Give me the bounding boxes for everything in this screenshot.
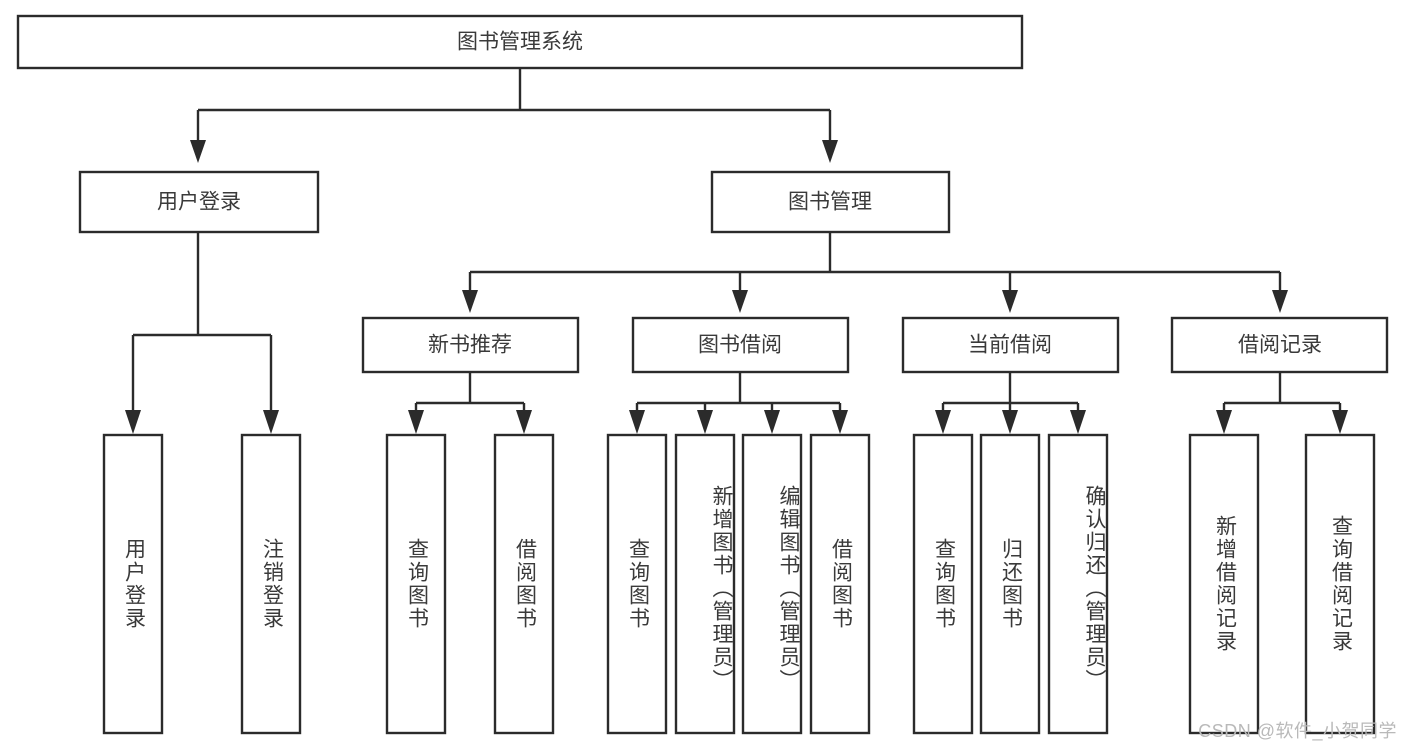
leaf-boxes-new-book-recommend	[385, 433, 555, 735]
node-current-borrow-box[interactable]	[901, 316, 1120, 374]
node-book-borrow[interactable]: 图书借阅	[631, 316, 850, 374]
node-new-book-recommend-label: 新书推荐	[428, 334, 512, 357]
leaf-box-query-book-1[interactable]	[385, 433, 447, 735]
node-borrow-record-box[interactable]	[1170, 316, 1389, 374]
node-current-borrow-label: 当前借阅	[968, 334, 1052, 357]
leaf-box-user-logout[interactable]	[240, 433, 302, 735]
leaf-box-edit-book[interactable]	[741, 433, 803, 735]
arrow-root-to-book-manage	[822, 140, 838, 163]
arrow-cb-leaf-1	[935, 410, 951, 434]
arrow-bm-to-current-borrow	[1002, 290, 1018, 313]
node-user-login-label: 用户登录	[157, 191, 241, 214]
arrow-cb-leaf-2	[1002, 410, 1018, 434]
arrow-bb-leaf-3	[764, 410, 780, 434]
arrow-root-to-user-login	[190, 140, 206, 163]
node-book-manage-box[interactable]	[710, 170, 951, 234]
leaf-boxes-borrow-record	[1188, 433, 1376, 735]
node-current-borrow[interactable]: 当前借阅	[901, 316, 1120, 374]
node-root-box[interactable]	[16, 14, 1024, 70]
node-book-manage-label: 图书管理	[788, 191, 872, 214]
leaf-box-add-book[interactable]	[674, 433, 736, 735]
node-borrow-record-label: 借阅记录	[1238, 334, 1322, 357]
arrow-bb-leaf-4	[832, 410, 848, 434]
arrow-bm-to-new-book	[462, 290, 478, 313]
leaf-box-borrow-book-1[interactable]	[493, 433, 555, 735]
leaf-box-borrow-book-2[interactable]	[809, 433, 871, 735]
leaf-box-query-book-2[interactable]	[606, 433, 668, 735]
arrow-nb-leaf-1	[408, 410, 424, 434]
arrow-nb-leaf-2	[516, 410, 532, 434]
node-new-book-recommend[interactable]: 新书推荐	[361, 316, 580, 374]
leaf-box-query-book-3[interactable]	[912, 433, 974, 735]
leaf-boxes-book-borrow	[606, 433, 871, 735]
connector-group-root	[190, 68, 838, 163]
node-user-login[interactable]: 用户登录	[78, 170, 320, 234]
node-book-manage[interactable]: 图书管理	[710, 170, 951, 234]
arrow-ul-leaf-1	[125, 410, 141, 434]
leaf-box-confirm-return[interactable]	[1047, 433, 1109, 735]
leaf-boxes-user-login	[102, 433, 302, 735]
connector-group-new-book-leaves	[408, 372, 532, 434]
arrow-br-leaf-1	[1216, 410, 1232, 434]
leaf-box-add-record[interactable]	[1188, 433, 1260, 735]
node-root[interactable]: 图书管理系统	[16, 14, 1024, 70]
leaf-boxes-current-borrow	[912, 433, 1109, 735]
connector-group-current-borrow-leaves	[935, 372, 1086, 434]
leaf-box-query-record[interactable]	[1304, 433, 1376, 735]
arrow-ul-leaf-2	[263, 410, 279, 434]
connector-group-borrow-record-leaves	[1216, 372, 1348, 434]
leaf-box-user-login[interactable]	[102, 433, 164, 735]
arrow-bb-leaf-1	[629, 410, 645, 434]
arrow-bm-to-book-borrow	[732, 290, 748, 313]
node-new-book-recommend-box[interactable]	[361, 316, 580, 374]
connector-group-book-manage	[462, 232, 1288, 313]
node-borrow-record[interactable]: 借阅记录	[1170, 316, 1389, 374]
connector-group-user-login-leaves	[125, 232, 279, 434]
arrow-bb-leaf-2	[697, 410, 713, 434]
arrow-br-leaf-2	[1332, 410, 1348, 434]
node-root-label: 图书管理系统	[457, 31, 583, 54]
arrow-cb-leaf-3	[1070, 410, 1086, 434]
connector-group-book-borrow-leaves	[629, 372, 848, 434]
node-book-borrow-box[interactable]	[631, 316, 850, 374]
csdn-watermark: CSDN @软件_小贺同学	[1198, 721, 1397, 741]
arrow-bm-to-borrow-record	[1272, 290, 1288, 313]
node-user-login-box[interactable]	[78, 170, 320, 234]
node-book-borrow-label: 图书借阅	[698, 334, 782, 357]
leaf-box-return-book[interactable]	[979, 433, 1041, 735]
